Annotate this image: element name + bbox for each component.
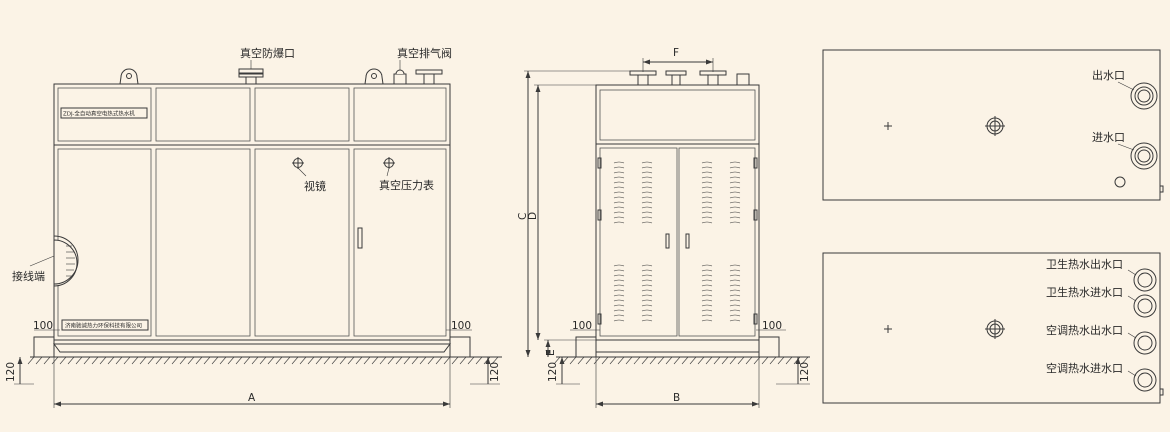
- top-panel: [57, 87, 152, 142]
- top-panel: [155, 87, 251, 142]
- base-skid: [53, 343, 451, 353]
- right-plinth: [758, 336, 780, 358]
- label-outlet: 出水口: [1092, 68, 1125, 82]
- top-panel: [353, 87, 447, 142]
- nameplate-title-box: [60, 107, 148, 119]
- left-plinth: [33, 336, 55, 358]
- inlet-flange-icon: [1130, 142, 1158, 170]
- dim-a-label: A: [248, 392, 256, 404]
- sanitary-outlet-flange-icon: [1133, 268, 1157, 292]
- side-view: F C D E 100 100 120 120 B: [517, 47, 811, 408]
- ground-hatch: [553, 356, 809, 365]
- drain-port-icon: [1114, 176, 1126, 188]
- dim-right-clearance: 100: [762, 320, 782, 332]
- cabinet-body: [595, 84, 760, 341]
- sanitary-inlet-flange-icon: [1133, 294, 1157, 318]
- top-panel: [254, 87, 350, 142]
- exhaust-flange: [415, 69, 443, 85]
- dim-right-clearance: 100: [451, 320, 471, 332]
- label-vacuum-explosion-port: 真空防爆口: [240, 46, 295, 60]
- cabinet-body: [53, 83, 451, 341]
- ac-inlet-flange-icon: [1133, 368, 1157, 392]
- pressure-gauge-icon: [383, 157, 395, 169]
- label-sanitary-outlet: 卫生热水出水口: [1046, 257, 1123, 271]
- dim-e-label: E: [545, 349, 557, 356]
- base-skid: [595, 339, 760, 353]
- sight-glass-icon: [292, 157, 304, 169]
- door-handle: [665, 233, 670, 249]
- door-panel: [254, 148, 350, 337]
- nameplate-title: ZDJ-全自动真空电热式热水机: [63, 110, 135, 118]
- dim-f-label: F: [673, 47, 679, 59]
- nameplate-company: 济南驰诚热力环保科技有限公司: [65, 322, 142, 330]
- dim-left-height: 120: [5, 362, 17, 382]
- door-panel: [155, 148, 251, 337]
- dim-d-label: D: [527, 212, 539, 220]
- label-vacuum-pressure-gauge: 真空压力表: [379, 178, 434, 192]
- ground-hatch: [27, 356, 499, 365]
- dim-left-height: 120: [547, 362, 559, 382]
- front-view: ZDJ-全自动真空电热式热水机 济南驰诚热力环保科技有限公司 真空防爆口 真空排…: [5, 46, 502, 408]
- top-outline: [822, 252, 1161, 404]
- ac-outlet-flange-icon: [1133, 331, 1157, 355]
- dim-b-label: B: [673, 392, 680, 404]
- label-sanitary-inlet: 卫生热水进水口: [1046, 285, 1123, 299]
- dim-left-clearance: 100: [33, 320, 53, 332]
- top-flanges: [629, 70, 750, 86]
- door-right: [678, 147, 756, 337]
- outlet-flange-icon: [1130, 82, 1158, 110]
- label-vacuum-exhaust-valve: 真空排气阀: [397, 46, 452, 60]
- door-left: [599, 147, 678, 337]
- terminal-box: [53, 235, 79, 287]
- label-ac-outlet: 空调热水出水口: [1046, 323, 1123, 337]
- door-panel: [353, 148, 447, 337]
- label-ac-inlet: 空调热水进水口: [1046, 361, 1123, 375]
- label-inlet: 进水口: [1092, 131, 1125, 144]
- label-terminal: 接线端: [12, 269, 45, 283]
- lifting-lug: [364, 68, 384, 85]
- center-port-icon: [985, 116, 1005, 136]
- lifting-lug: [119, 68, 139, 85]
- door-handle: [357, 227, 363, 249]
- dim-left-clearance: 100: [572, 320, 592, 332]
- door-handle: [685, 233, 690, 249]
- label-sight-glass: 视镜: [304, 179, 326, 193]
- dim-c-label: C: [517, 213, 529, 220]
- right-plinth: [449, 336, 471, 358]
- nameplate-company-box: [61, 319, 149, 331]
- center-port-icon: [985, 319, 1005, 339]
- top-outline: [822, 49, 1161, 201]
- vacuum-exhaust-valve: [393, 69, 407, 85]
- top-panel: [599, 89, 756, 141]
- dim-right-height: 120: [799, 362, 811, 382]
- vacuum-explosion-port: [238, 68, 264, 85]
- louvre-vents: [613, 161, 741, 322]
- dim-right-height: 120: [489, 362, 501, 382]
- top-view-lower: 卫生热水出水口 卫生热水进水口 空调热水出水口 空调热水进水口: [822, 252, 1164, 404]
- top-view-upper: 出水口 进水口: [822, 49, 1164, 201]
